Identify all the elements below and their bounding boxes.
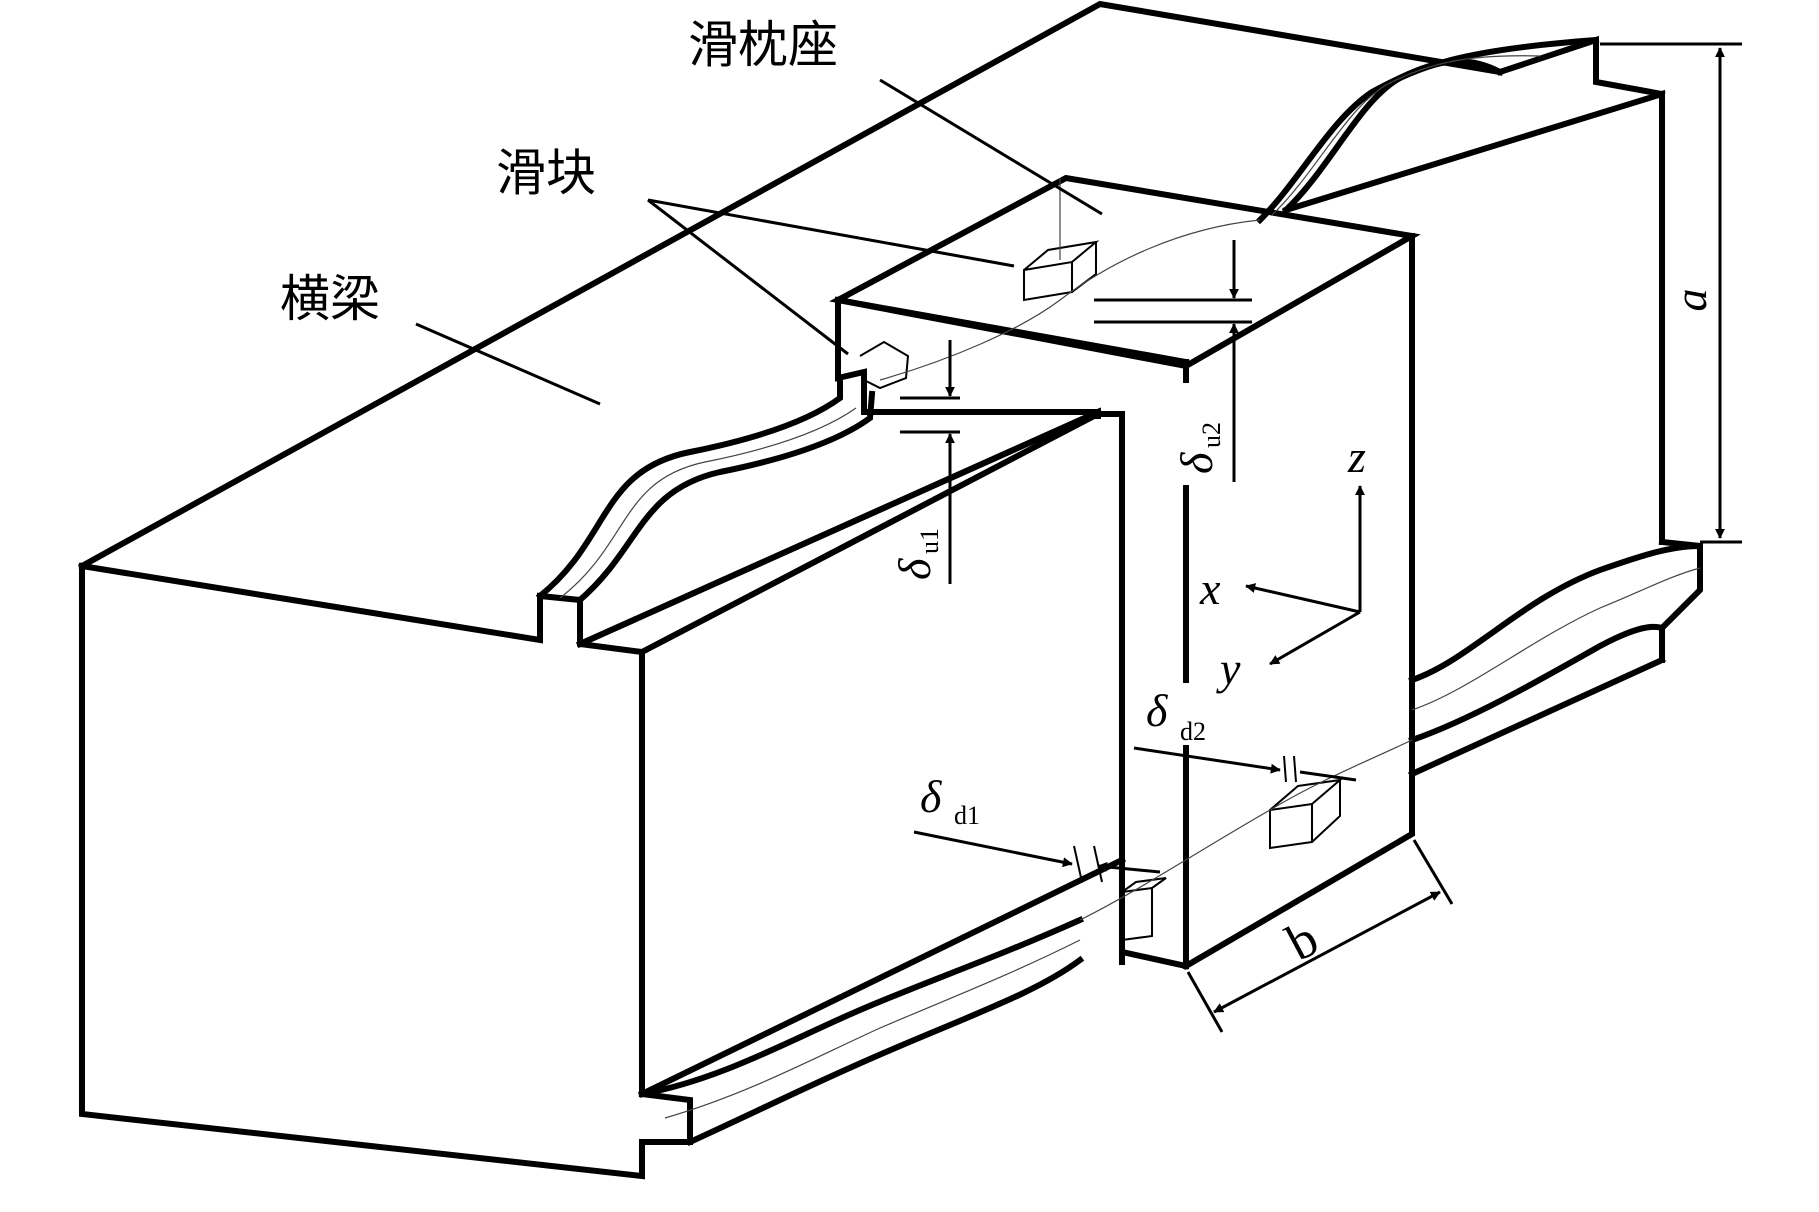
crossbeam-bottom-groove xyxy=(638,1090,693,1145)
left-block-bottom-edge xyxy=(637,855,1127,1099)
label-crossbeam: 横梁 xyxy=(280,270,380,328)
upper-rail-outer-curve xyxy=(535,375,843,601)
right-lower-rail-outer xyxy=(1658,538,1703,663)
delta-d2-dimension: δ d2 xyxy=(1133,685,1357,783)
dd1-arrow xyxy=(913,830,1073,868)
dim-b-label: b xyxy=(1278,910,1328,973)
dd2-tick-a xyxy=(1283,755,1287,783)
right-beam-top-edge xyxy=(1282,89,1665,545)
delta-d1-symbol: δ xyxy=(920,771,942,822)
delta-d1-subscript: d1 xyxy=(954,801,980,830)
crossbeam-right-segment xyxy=(1255,35,1704,778)
delta-u2-dimension: δ u2 xyxy=(1094,240,1252,482)
label-sleeper-seat: 滑枕座 xyxy=(688,16,838,74)
crossbeam-front-face xyxy=(79,563,645,1180)
delta-u2-subscript: u2 xyxy=(1197,422,1226,448)
label-slider: 滑块 xyxy=(496,144,596,202)
dd1-right-arrow xyxy=(1097,861,1161,874)
delta-u1-dimension: δ u1 xyxy=(889,340,960,584)
sleeper-seat-body xyxy=(829,174,1421,971)
slider-bottom-left-front xyxy=(1121,886,1153,942)
lower-rail-top-curve xyxy=(638,916,1084,1098)
crossbeam-top-back-edge xyxy=(77,0,1504,571)
right-lower-rail-curve-b xyxy=(1408,623,1666,744)
slider-block-bottom-left xyxy=(1121,877,1167,942)
axis-y-line xyxy=(1269,610,1361,666)
upper-rail-front-bottom xyxy=(576,408,1102,648)
dd2-tick-b xyxy=(1293,755,1297,783)
delta-u1-subscript: u1 xyxy=(915,528,944,554)
upper-rail-inner-curve xyxy=(575,390,876,605)
slider-top-left-outline xyxy=(859,340,910,390)
delta-d1-dimension: δ d1 xyxy=(913,771,1161,883)
right-upper-rail-center xyxy=(1271,55,1541,216)
sleeper-seat-front-top-edge xyxy=(835,297,1101,415)
axis-z-label: z xyxy=(1347,431,1366,482)
lower-guide-rail-left xyxy=(638,916,1085,1146)
lower-rail-center-line xyxy=(664,939,1081,1119)
leader-lines xyxy=(415,78,1103,406)
delta-u2-symbol: δ xyxy=(1171,452,1222,474)
slider-top-right-top xyxy=(1023,240,1100,271)
leader-slider-b xyxy=(647,198,849,356)
dimension-a: a xyxy=(1600,42,1742,544)
dd1-tick-b xyxy=(1093,845,1103,883)
dimension-b: b xyxy=(1186,839,1454,1033)
sleeper-seat-bottom-edge xyxy=(1119,948,1190,970)
delta-u1-symbol: δ xyxy=(889,558,940,580)
seat-hidden-curve-bottom xyxy=(1079,739,1413,921)
right-beam-upper-step xyxy=(1496,35,1666,98)
crossbeam-body xyxy=(77,0,1504,1180)
right-beam-bottom-edge xyxy=(1408,656,1666,778)
leader-sleeper-seat xyxy=(879,78,1103,216)
dd2-right-line xyxy=(1299,770,1357,782)
axis-x-label: x xyxy=(1199,563,1221,614)
dim-b-line xyxy=(1213,890,1441,1014)
axis-y-label: y xyxy=(1216,643,1241,694)
slider-block-top-left xyxy=(859,340,910,390)
sleeper-seat-top-face xyxy=(829,174,1421,370)
delta-d2-subscript: d2 xyxy=(1180,717,1206,746)
upper-guide-rail-left xyxy=(535,375,1102,648)
leader-slider-a xyxy=(647,198,1015,268)
right-lower-rail-curve-a xyxy=(1408,542,1704,684)
slider-bottom-right-front xyxy=(1269,802,1313,850)
dim-b-ext-right xyxy=(1412,839,1454,905)
dd2-arrow xyxy=(1133,746,1281,774)
right-lower-rail-center xyxy=(1411,567,1701,711)
upper-rail-center-line xyxy=(559,407,857,599)
hidden-lines xyxy=(879,178,1413,921)
axis-x-line xyxy=(1245,583,1361,614)
dim-a-label: a xyxy=(1665,289,1716,312)
left-lower-block xyxy=(637,411,1127,1099)
lower-rail-bottom-curve xyxy=(686,955,1085,1146)
right-upper-rail-curve-b xyxy=(1255,36,1600,225)
sleeper-seat-front-face-top xyxy=(834,296,1190,366)
dd1-tick-a xyxy=(1073,845,1083,883)
leader-crossbeam xyxy=(415,322,601,406)
slider-bottom-right-side xyxy=(1311,780,1341,843)
left-block-right-edge xyxy=(637,411,1125,965)
seat-hidden-curve-top xyxy=(879,219,1261,381)
dim-b-ext-left xyxy=(1186,971,1224,1033)
coordinate-axes: z x y xyxy=(1199,431,1366,694)
delta-d2-symbol: δ xyxy=(1146,685,1168,736)
